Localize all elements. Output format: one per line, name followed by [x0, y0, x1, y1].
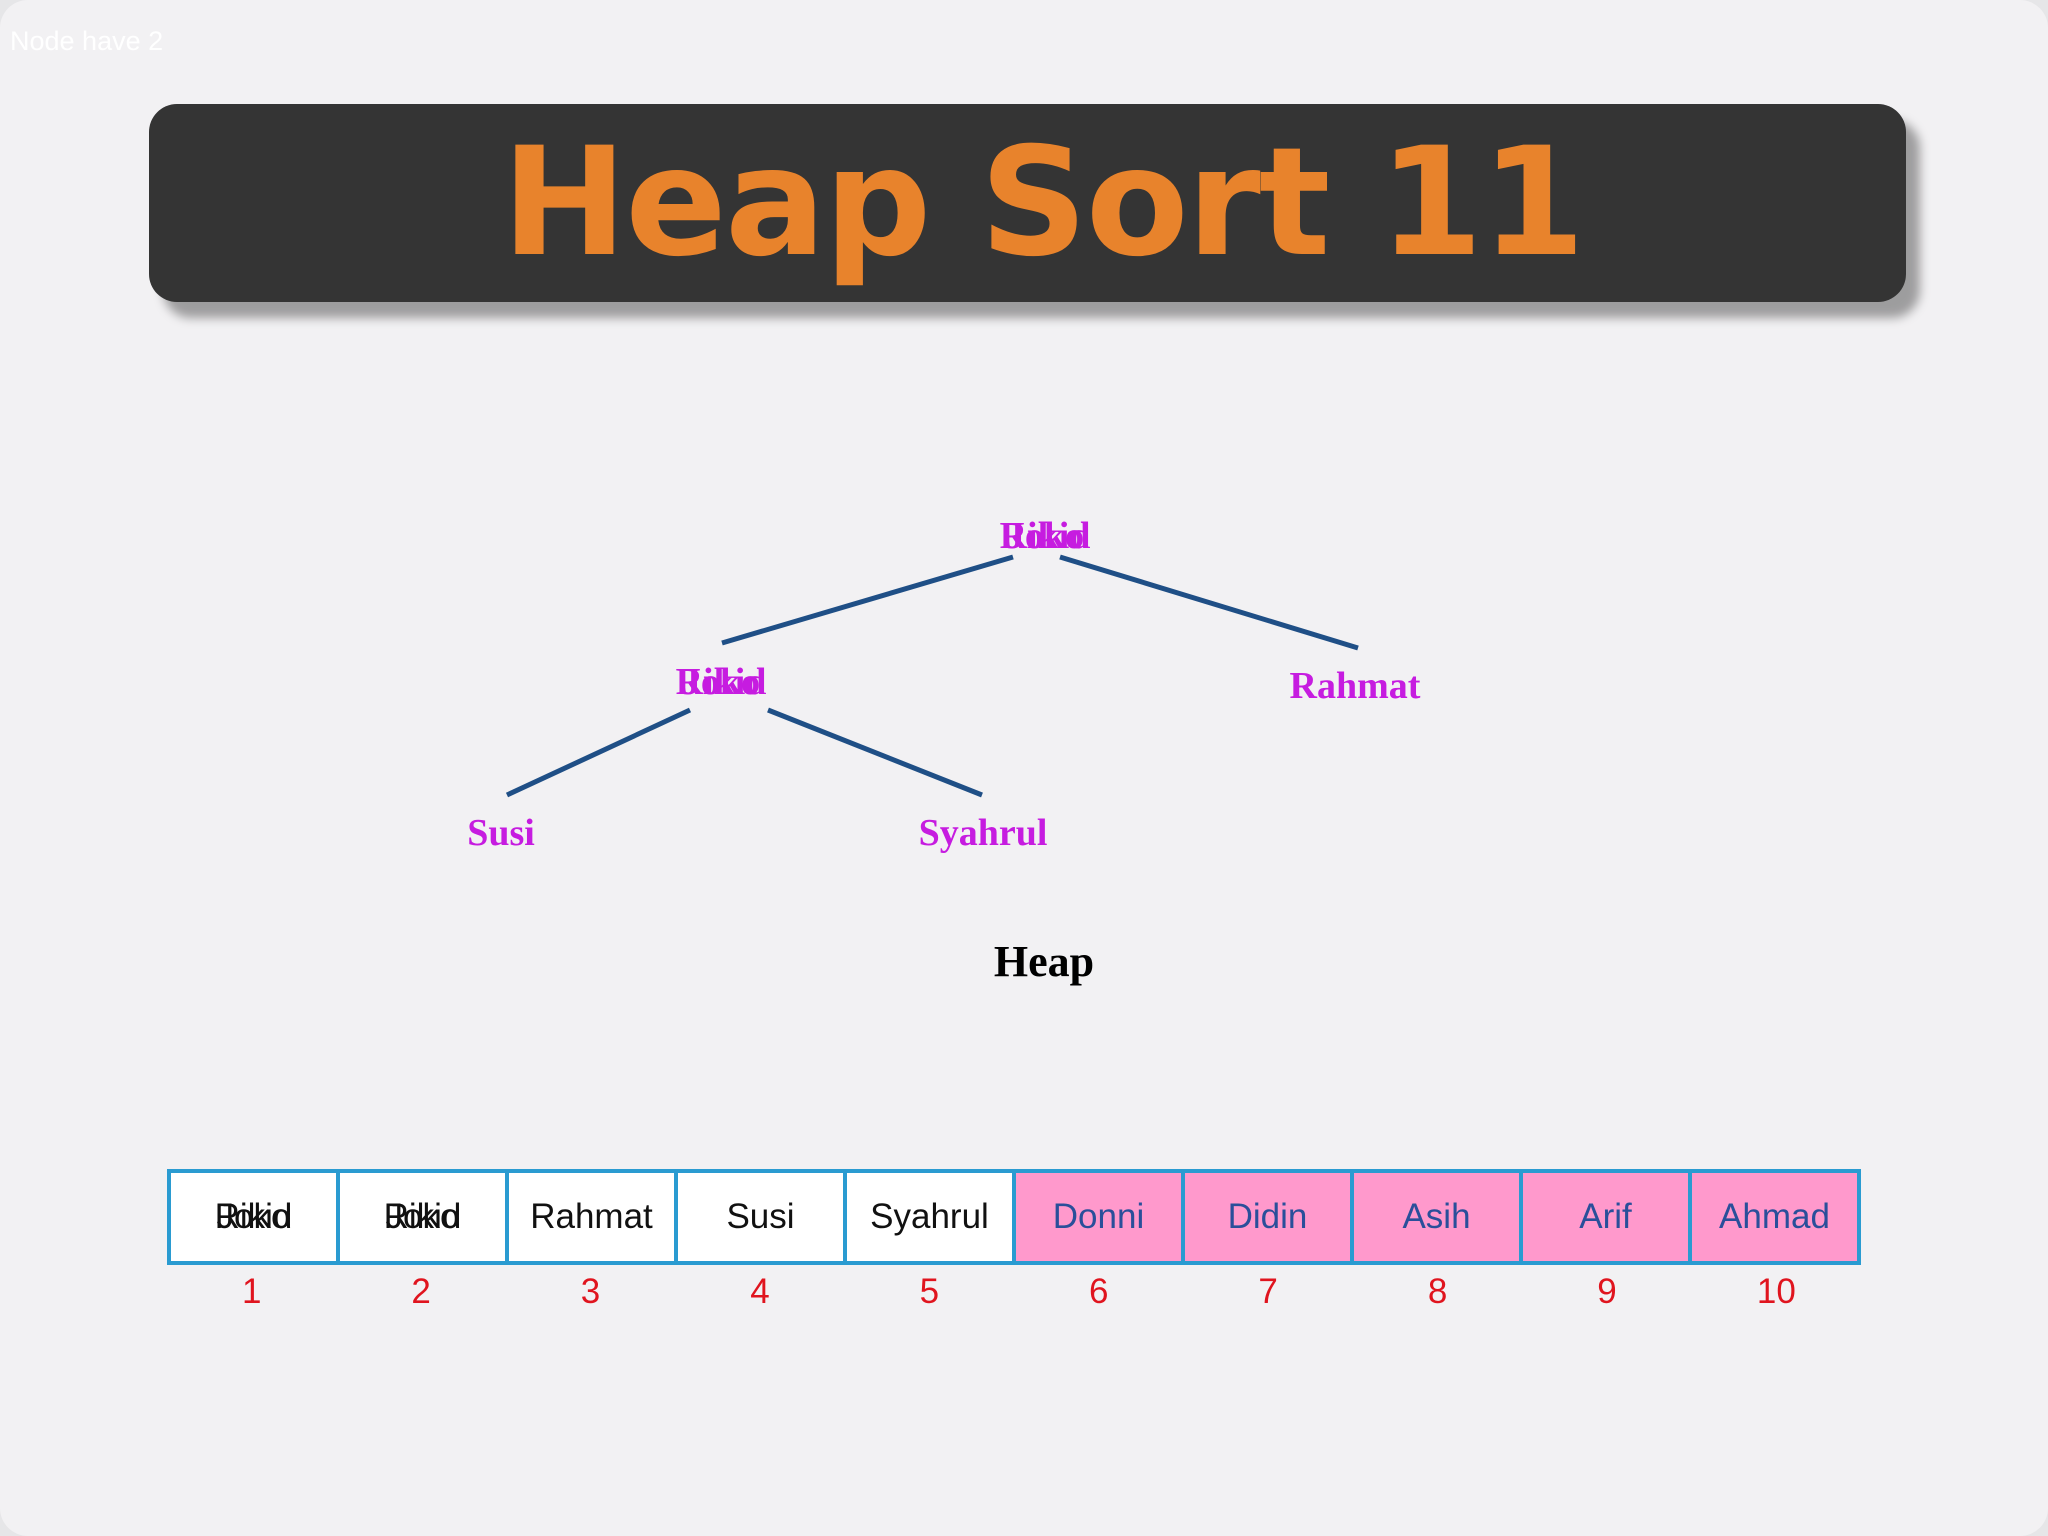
- tree-node-left-label-a: Joko: [682, 661, 760, 703]
- array-cell: Ahmad: [1692, 1173, 1857, 1261]
- array-cell: Susi: [678, 1173, 847, 1261]
- tree-node-left-label-b: Rikid: [676, 661, 767, 703]
- array-index: 2: [411, 1272, 431, 1311]
- array-index: 1: [241, 1272, 262, 1311]
- array-cell: Donni: [1016, 1173, 1185, 1261]
- array-index: 10: [1756, 1272, 1796, 1311]
- heap-caption: Heap: [993, 937, 1095, 986]
- array-cell-label: Donni: [1052, 1197, 1145, 1236]
- corner-note: Node have 2: [10, 26, 164, 56]
- array-indices: 1 2 3 4 5 6 7 8 9 10: [167, 1272, 1861, 1312]
- array-cell-label: Ahmad: [1719, 1197, 1830, 1236]
- array-cell-label: Arif: [1579, 1197, 1632, 1236]
- array-index: 8: [1427, 1272, 1448, 1311]
- array-cell-label: Asih: [1402, 1197, 1471, 1236]
- tree-node-root: Joko Rikid: [1000, 515, 1091, 557]
- array-index: 6: [1089, 1272, 1109, 1311]
- array-index: 7: [1258, 1272, 1278, 1311]
- tree-node-root-label-a: Joko: [1006, 515, 1084, 557]
- page-title: Heap Sort 11: [501, 116, 1586, 290]
- array-cell-label: Didin: [1227, 1197, 1308, 1236]
- array-cell: Asih: [1354, 1173, 1523, 1261]
- edge-left-leftleft: [505, 707, 692, 798]
- tree-node-left: Joko Rikid: [676, 661, 767, 703]
- array-cell-label: Syahrul: [870, 1197, 989, 1236]
- tree-node-left-right: Syahrul: [919, 812, 1048, 854]
- edge-root-right: [1059, 554, 1359, 651]
- title-banner: Heap Sort 11: [149, 104, 1906, 302]
- array-cell: Rahmat: [509, 1173, 678, 1261]
- array-index: 9: [1597, 1272, 1617, 1311]
- array-cell-label: Joko: [385, 1197, 460, 1236]
- array-cell-label: Rahmat: [530, 1197, 653, 1236]
- edge-left-leftright: [767, 707, 983, 798]
- tree-node-right: Rahmat: [1290, 665, 1421, 707]
- tree-node-root-label-b: Rikid: [1000, 515, 1091, 557]
- tree-node-left-left: Susi: [467, 812, 535, 854]
- edge-root-left: [721, 554, 1014, 646]
- array-cell: Arif: [1523, 1173, 1692, 1261]
- array-cell-label: Susi: [726, 1197, 795, 1236]
- array-cell-label: Rikid: [383, 1197, 462, 1236]
- array-index: 4: [750, 1272, 770, 1311]
- array-index: 3: [580, 1272, 601, 1311]
- array-cell-label: Rikid: [214, 1197, 293, 1236]
- array-cell: Syahrul: [847, 1173, 1016, 1261]
- array-cell-label: Joko: [216, 1197, 291, 1236]
- array-index: 5: [919, 1272, 940, 1311]
- array-cell: Didin: [1185, 1173, 1354, 1261]
